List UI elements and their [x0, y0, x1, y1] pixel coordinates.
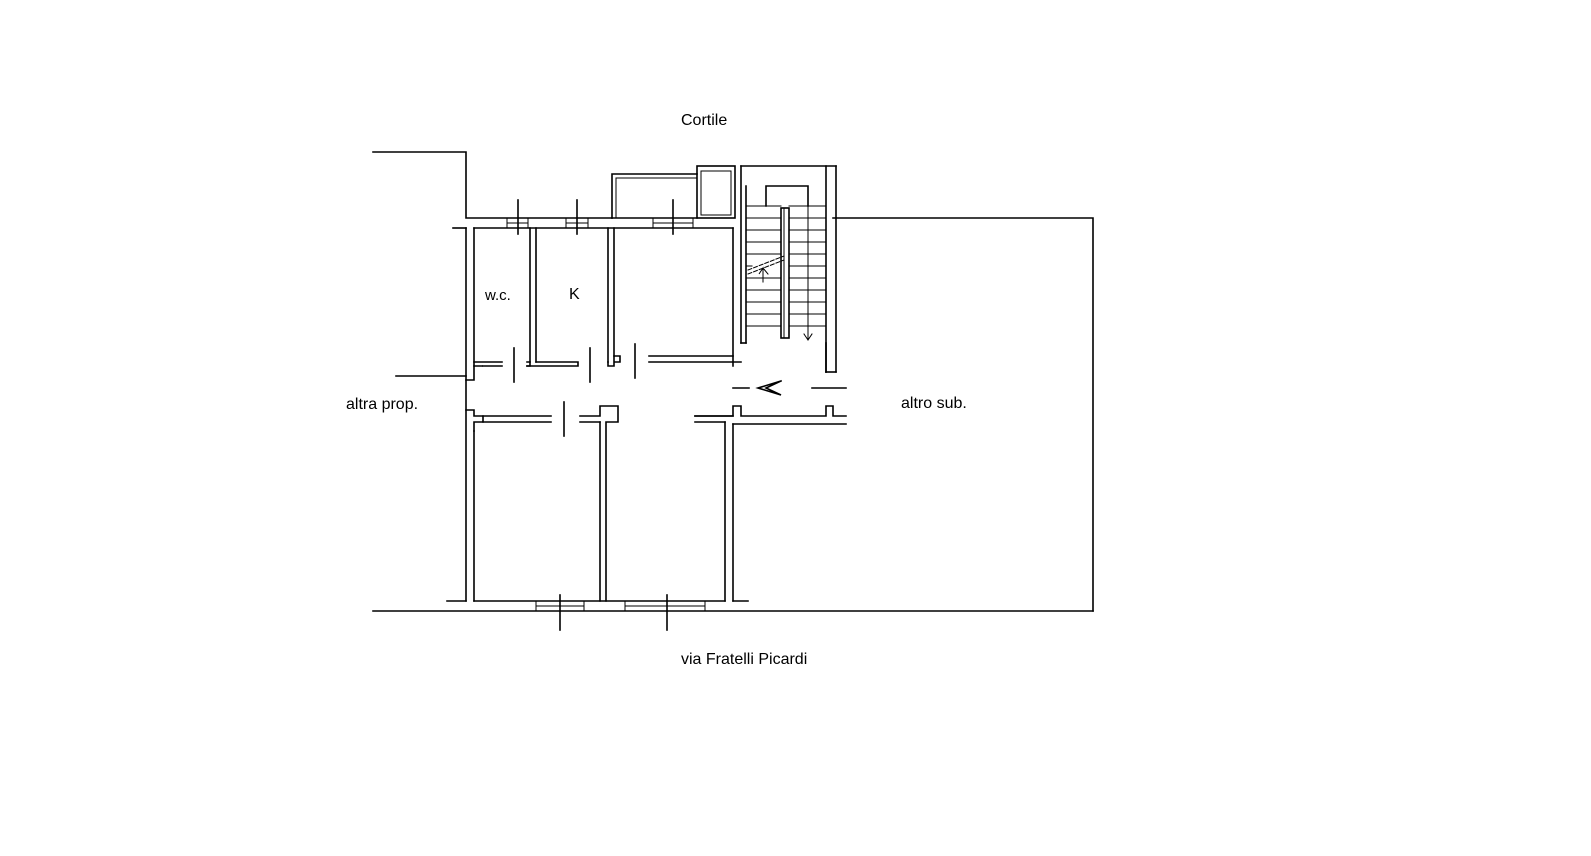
kitchen-south-wall: [526, 361, 579, 367]
stair-landing: [765, 185, 809, 207]
label-altra-prop: altra prop.: [346, 396, 419, 413]
label-kitchen: K: [569, 286, 580, 303]
corridor-south-wall-mid: [579, 405, 619, 602]
kitchen-corner: [607, 355, 621, 367]
stair-cut-line: [747, 259, 785, 275]
boundary-right: [832, 217, 1094, 612]
shaft-inner: [700, 170, 732, 216]
label-wc: w.c.: [485, 287, 511, 304]
stair-treads-left: [745, 205, 782, 327]
entrance-wall-bottom-left: [694, 405, 847, 417]
label-cortile: Cortile: [681, 112, 728, 129]
label-altro-sub: altro sub.: [901, 395, 967, 412]
wall-west-jog: [465, 365, 483, 381]
stair-down-arrow-icon: [803, 333, 813, 341]
wall-west-jog-lower: [465, 409, 484, 432]
boundary-top-left: [372, 151, 613, 219]
stair-up-arrow-icon: [758, 266, 769, 283]
shaft: [696, 165, 736, 219]
stair-well: [780, 207, 790, 339]
entrance-arrow: [755, 379, 783, 396]
balcony-outline: [611, 173, 698, 219]
label-street: via Fratelli Picardi: [681, 651, 808, 668]
